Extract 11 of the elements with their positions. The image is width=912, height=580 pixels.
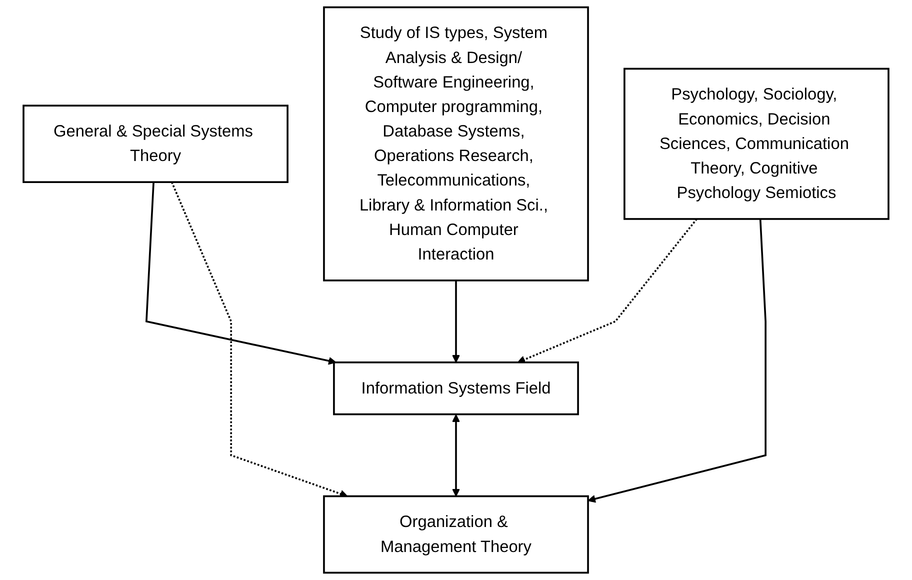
node-box: Psychology, Sociology, Economics, Decision Sciences, Communication Theory, Cognitive Psychology Semiotics	[624, 68, 890, 220]
node-box: Study of IS types, System Analysis & Design/ Software Engineering, Computer programming, Database Systems, Operations Research, Telecommunications, Library & Information Sci., Human Computer Interaction	[323, 6, 589, 282]
arrow	[452, 280, 460, 363]
node-box: Information Systems Field	[333, 361, 579, 416]
arrow	[517, 218, 698, 364]
arrow	[170, 182, 348, 498]
node-box: Organization & Management Theory	[323, 495, 589, 574]
arrow	[588, 218, 766, 503]
node-box: General & Special Systems Theory	[22, 104, 288, 184]
arrow	[145, 182, 336, 365]
arrow	[452, 414, 460, 497]
